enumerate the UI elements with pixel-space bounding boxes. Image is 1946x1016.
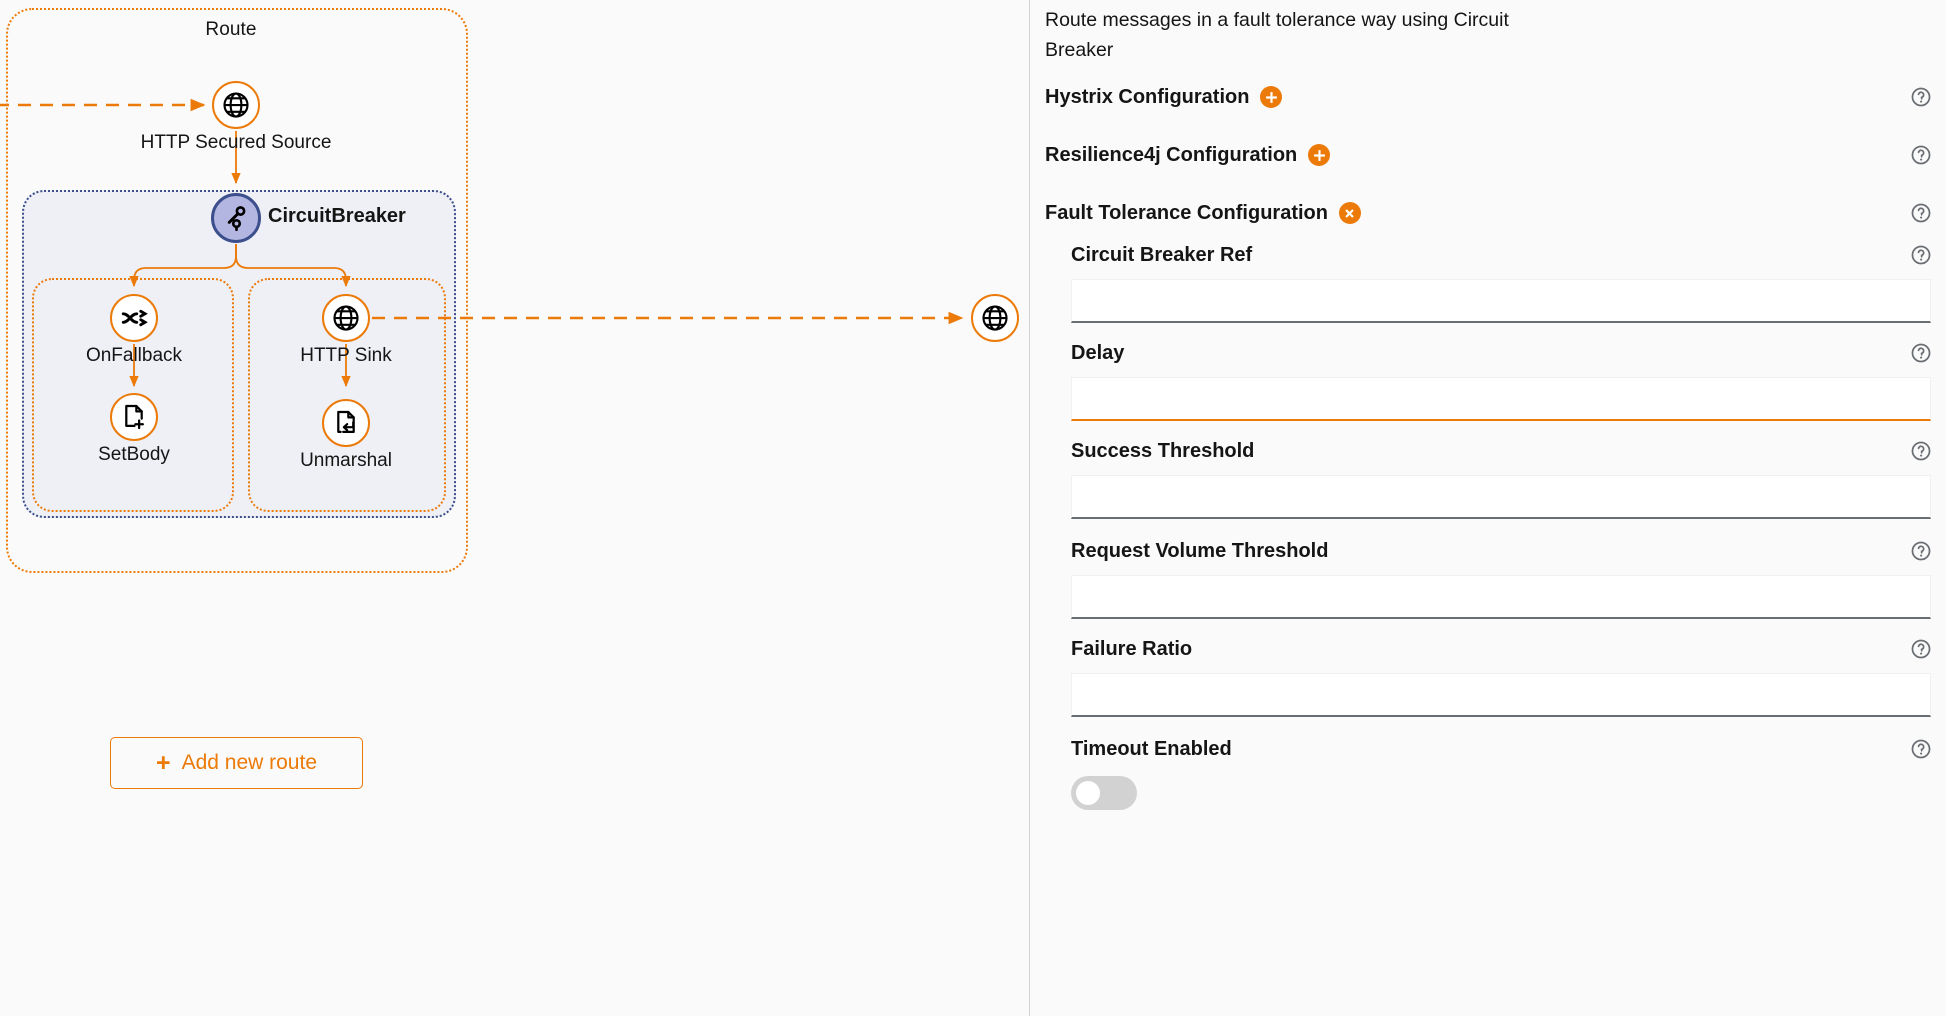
plus-icon — [1266, 91, 1277, 103]
node-icon-wrapper[interactable] — [971, 294, 1019, 342]
field-label: Success Threshold — [1071, 439, 1255, 462]
circuit-breaker-icon — [221, 203, 251, 233]
help-icon[interactable] — [1910, 440, 1932, 462]
field-circuit-breaker-ref: Circuit Breaker Ref — [1071, 241, 1931, 323]
node-icon-wrapper[interactable] — [322, 399, 370, 447]
field-label: Delay — [1071, 341, 1125, 364]
field-label-wrapper: Request Volume Threshold — [1071, 537, 1931, 565]
remove-fault-tolerance-configuration-button[interactable] — [1338, 202, 1361, 224]
field-delay: Delay — [1071, 339, 1931, 421]
help-icon[interactable] — [1910, 540, 1932, 562]
field-label-wrapper: Failure Ratio — [1071, 635, 1931, 663]
field-label: Failure Ratio — [1071, 637, 1193, 660]
section-title: Hystrix Configuration — [1045, 85, 1250, 108]
close-icon — [1345, 208, 1355, 218]
help-icon[interactable] — [1910, 244, 1932, 266]
field-success-threshold: Success Threshold — [1071, 437, 1931, 519]
success-threshold-input[interactable] — [1071, 475, 1931, 519]
node-icon-wrapper[interactable] — [212, 81, 260, 129]
field-label-wrapper: Circuit Breaker Ref — [1071, 241, 1931, 269]
route-container-title: Route — [205, 19, 257, 40]
help-icon[interactable] — [1910, 144, 1932, 166]
plus-icon: + — [155, 748, 171, 777]
globe-icon — [331, 303, 361, 333]
eip-description: Route messages in a fault tolerance way … — [1045, 9, 1509, 61]
field-label-wrapper: Timeout Enabled — [1071, 735, 1931, 763]
route-container[interactable] — [6, 8, 468, 573]
panel-divider — [1029, 0, 1030, 1016]
toggle-knob — [1076, 781, 1100, 805]
globe-icon — [980, 303, 1010, 333]
node-icon-wrapper[interactable] — [110, 393, 158, 441]
add-new-route-button[interactable]: + Add new route — [110, 737, 363, 789]
document-arrow-left-icon — [332, 409, 360, 437]
failure-ratio-input[interactable] — [1071, 673, 1931, 717]
field-failure-ratio: Failure Ratio — [1071, 635, 1931, 717]
help-icon[interactable] — [1910, 738, 1932, 760]
section-hystrix-configuration[interactable]: Hystrix Configuration — [1045, 82, 1931, 112]
field-timeout-enabled: Timeout Enabled — [1071, 735, 1931, 810]
section-fault-tolerance-configuration[interactable]: Fault Tolerance Configuration — [1045, 198, 1931, 228]
field-label: Request Volume Threshold — [1071, 539, 1329, 562]
fallback-shuffle-icon — [119, 303, 149, 333]
delay-input[interactable] — [1071, 377, 1931, 421]
add-hystrix-configuration-button[interactable] — [1260, 86, 1283, 108]
help-icon[interactable] — [1910, 86, 1932, 108]
circuit-breaker-ref-input[interactable] — [1071, 279, 1931, 323]
field-label-wrapper: Delay — [1071, 339, 1931, 367]
plus-icon — [1313, 149, 1325, 161]
add-resilience4j-configuration-button[interactable] — [1308, 144, 1331, 166]
node-icon-wrapper[interactable] — [322, 294, 370, 342]
request-volume-threshold-input[interactable] — [1071, 575, 1931, 619]
add-new-route-label: Add new route — [181, 751, 318, 774]
globe-icon — [221, 90, 251, 120]
section-title: Resilience4j Configuration — [1045, 143, 1298, 166]
config-side-panel: Route messages in a fault tolerance way … — [1030, 0, 1946, 1016]
field-request-volume-threshold: Request Volume Threshold — [1071, 537, 1931, 619]
field-label-wrapper: Success Threshold — [1071, 437, 1931, 465]
section-resilience4j-configuration[interactable]: Resilience4j Configuration — [1045, 140, 1931, 170]
node-icon-wrapper[interactable] — [110, 294, 158, 342]
help-icon[interactable] — [1910, 202, 1932, 224]
help-icon[interactable] — [1910, 342, 1932, 364]
field-label: Circuit Breaker Ref — [1071, 243, 1253, 266]
document-plus-icon — [120, 403, 148, 431]
section-title: Fault Tolerance Configuration — [1045, 201, 1328, 224]
route-canvas[interactable]: Route — [0, 0, 1029, 1016]
node-icon-wrapper[interactable] — [211, 193, 261, 243]
timeout-enabled-toggle[interactable] — [1071, 776, 1137, 810]
help-icon[interactable] — [1910, 638, 1932, 660]
field-label: Timeout Enabled — [1071, 737, 1232, 760]
